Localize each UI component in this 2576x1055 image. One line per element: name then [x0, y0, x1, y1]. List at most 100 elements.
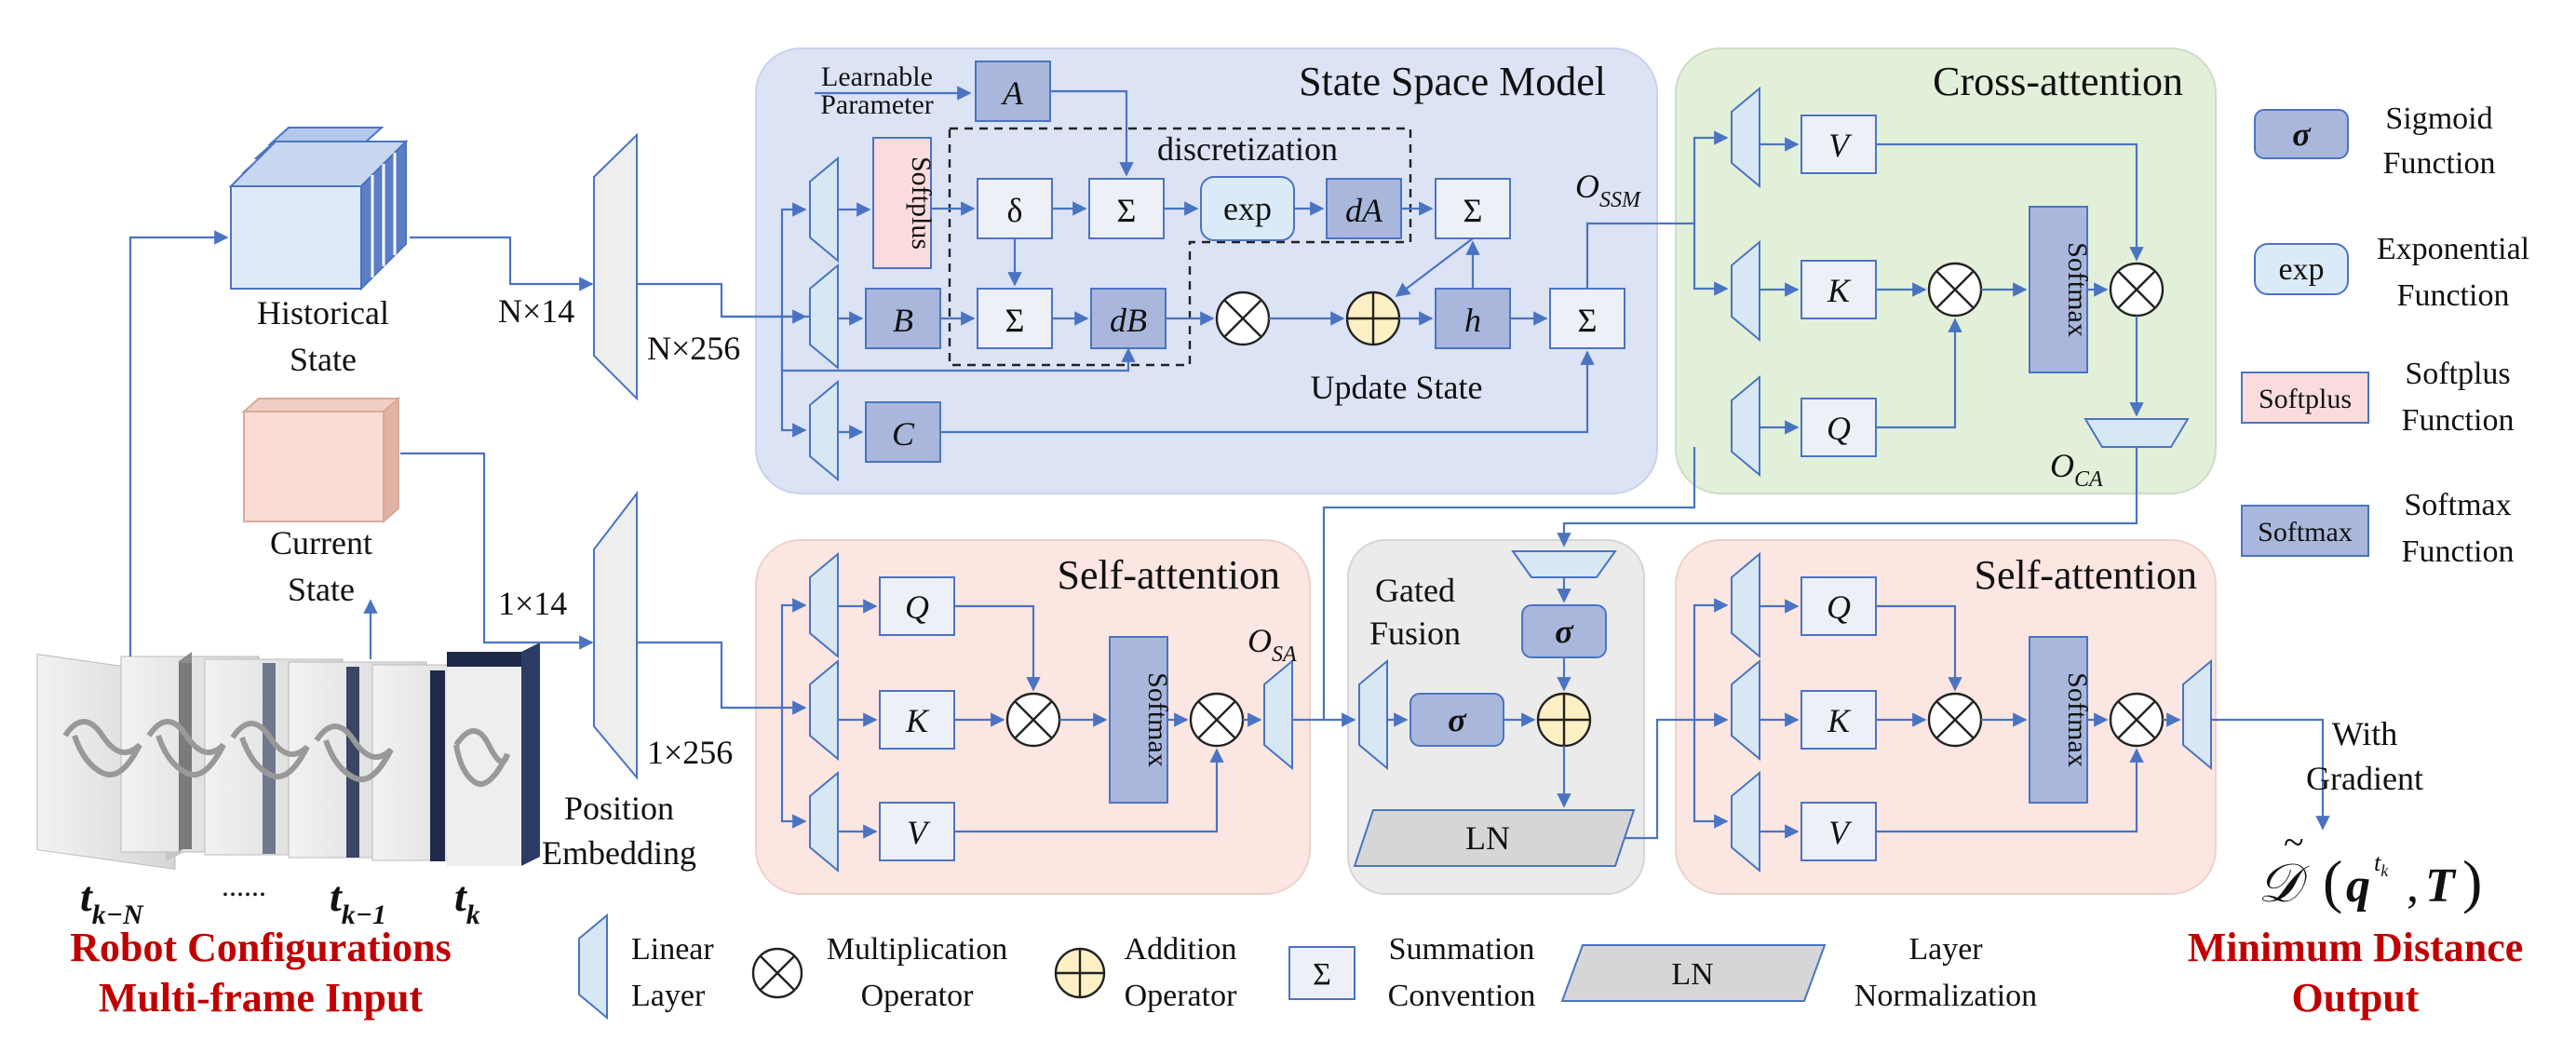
- edge-pe-cur-to-sa-q: [780, 598, 807, 708]
- svg-text:~: ~: [2284, 821, 2304, 863]
- dims-cur-out: 1×256: [647, 734, 733, 771]
- frame-label-t-k: tk: [454, 872, 480, 930]
- o-ca-label: OCA: [2050, 447, 2103, 492]
- o-sa-label: OSA: [1248, 622, 1297, 667]
- legend-sigmoid-swatch: [2254, 109, 2349, 159]
- legend-softplus-line1: Softplus: [2405, 357, 2510, 391]
- edge-sa1-q-to-mult: [954, 604, 1041, 692]
- o-ssm-label: OSSM: [1575, 168, 1642, 212]
- gf-sigmoid-left-text: σ: [1448, 701, 1467, 738]
- legend-sum-line2: Convention: [1388, 979, 1536, 1013]
- legend-softplus-symbol: Softplus: [2259, 384, 2352, 414]
- learnable-label-1: Learnable: [821, 61, 933, 92]
- sa2-multiply-1: [1927, 692, 1983, 748]
- legend-ln-symbol: LN: [1671, 957, 1713, 992]
- legend-exp-symbol: exp: [2278, 252, 2324, 287]
- ca-v-text: V: [1828, 127, 1853, 164]
- ca-k-box: [1801, 260, 1877, 319]
- discretization-region: [948, 127, 1412, 367]
- edge-ca-q-to-mult: [1876, 318, 1962, 429]
- ssm-b-box: [865, 288, 941, 349]
- ca-softmax-box: [2029, 206, 2088, 373]
- ca-multiply-1: [1927, 262, 1983, 318]
- min-distance-title-1: Minimum Distance: [2188, 925, 2524, 970]
- legend-mult-line2: Operator: [861, 979, 975, 1013]
- cross-attention-title: Cross-attention: [1933, 59, 2183, 104]
- frame-label-t-k-N: tk−N: [80, 872, 144, 930]
- current-state-label-1: Current: [270, 524, 372, 561]
- ssm-sum-out: [1549, 288, 1625, 349]
- edge-sum-right-to-add: [1395, 237, 1474, 297]
- legend-add-line2: Operator: [1125, 979, 1238, 1013]
- sa2-q-box: [1801, 576, 1877, 636]
- ssm-panel: [755, 47, 1658, 494]
- ssm-softplus-box: [872, 137, 932, 269]
- edge-pe-hist-to-db: [780, 347, 1136, 372]
- dims-hist-in: N×14: [498, 292, 574, 330]
- gf-sigmoid-top-text: σ: [1555, 613, 1574, 650]
- legend-sum-swatch: [1288, 946, 1355, 1000]
- sa2-linear-k: [1731, 658, 1760, 762]
- position-label-2: Embedding: [542, 834, 696, 872]
- legend-add-line1: Addition: [1125, 932, 1237, 967]
- ssm-title: State Space Model: [1299, 59, 1606, 104]
- legend-exp-line1: Exponential: [2377, 232, 2529, 266]
- ssm-da-text: dA: [1345, 192, 1383, 229]
- current-state-label-2: State: [288, 571, 355, 608]
- ssm-a-box: [975, 61, 1051, 122]
- edge-a-to-sum: [1050, 89, 1134, 177]
- current-state-block: [241, 396, 401, 524]
- legend-sum-line1: Summation: [1389, 932, 1535, 967]
- edge-ossm-to-k: [1693, 223, 1729, 296]
- edge-historical-to-pe: [410, 236, 594, 291]
- ssm-db-text: dB: [1110, 302, 1147, 339]
- gated-title-line1: Gated: [1375, 572, 1455, 609]
- ssm-da-box: [1326, 178, 1402, 239]
- legend-sum-symbol: Σ: [1313, 957, 1331, 992]
- edge-ca-to-gated: [1557, 447, 2138, 548]
- edge-sa1-v-to-mult2: [954, 748, 1224, 833]
- legend-ln-line2: Normalization: [1854, 979, 2037, 1013]
- ca-linear-k: [1731, 239, 1760, 343]
- ssm-sum-top-text: Σ: [1117, 192, 1137, 229]
- edge-c-to-sum-out: [940, 350, 1595, 434]
- legend-multiply-swatch: [751, 947, 803, 999]
- sa1-linear-q: [809, 551, 839, 659]
- sa1-multiply-2: [1189, 692, 1245, 748]
- sa1-v-text: V: [907, 814, 931, 851]
- gf-ln-box: [1353, 809, 1636, 867]
- ssm-delta-text: δ: [1007, 192, 1023, 229]
- legend-linear-swatch: [578, 913, 608, 1021]
- sa2-linear-v: [1731, 770, 1760, 873]
- dims-hist-out: N×256: [647, 330, 740, 367]
- sa1-k-text: K: [905, 702, 930, 739]
- legend-softplus-line2: Function: [2402, 403, 2515, 438]
- svg-text:): ): [2462, 848, 2482, 914]
- sa2-v-text: V: [1828, 814, 1853, 851]
- with-gradient-label-1: With: [2332, 715, 2398, 752]
- multi-frame-input-images: [36, 642, 540, 870]
- sa2-k-text: K: [1827, 702, 1852, 739]
- ssm-h-box: [1435, 288, 1511, 349]
- legend-softmax-symbol: Softmax: [2258, 517, 2353, 548]
- min-distance-title-2: Output: [2292, 975, 2420, 1021]
- legend-ln-swatch: [1560, 944, 1827, 1002]
- edge-ssm-to-gated-bus: [1322, 447, 1696, 720]
- sa2-k-box: [1801, 690, 1877, 750]
- edge-pe-cur-to-sa: [637, 641, 807, 715]
- gf-linear-top: [1511, 550, 1617, 578]
- with-gradient-label-2: Gradient: [2306, 760, 2423, 797]
- legend-softmax-line1: Softmax: [2404, 488, 2511, 522]
- ca-multiply-2: [2109, 262, 2165, 318]
- sa1-k-box: [879, 690, 955, 750]
- svg-text:(: (: [2323, 848, 2342, 914]
- ssm-sum-out-text: Σ: [1578, 302, 1598, 339]
- legend-linear-line2: Layer: [631, 979, 706, 1013]
- self-attention-title-2: Self-attention: [1975, 552, 2198, 598]
- svg-text:q: q: [2346, 859, 2370, 913]
- sa2-output-linear: [2182, 658, 2212, 771]
- ca-k-text: K: [1827, 272, 1852, 309]
- edge-pe-cur-to-sa-v: [780, 708, 807, 829]
- ssm-sum-mid: [977, 288, 1053, 349]
